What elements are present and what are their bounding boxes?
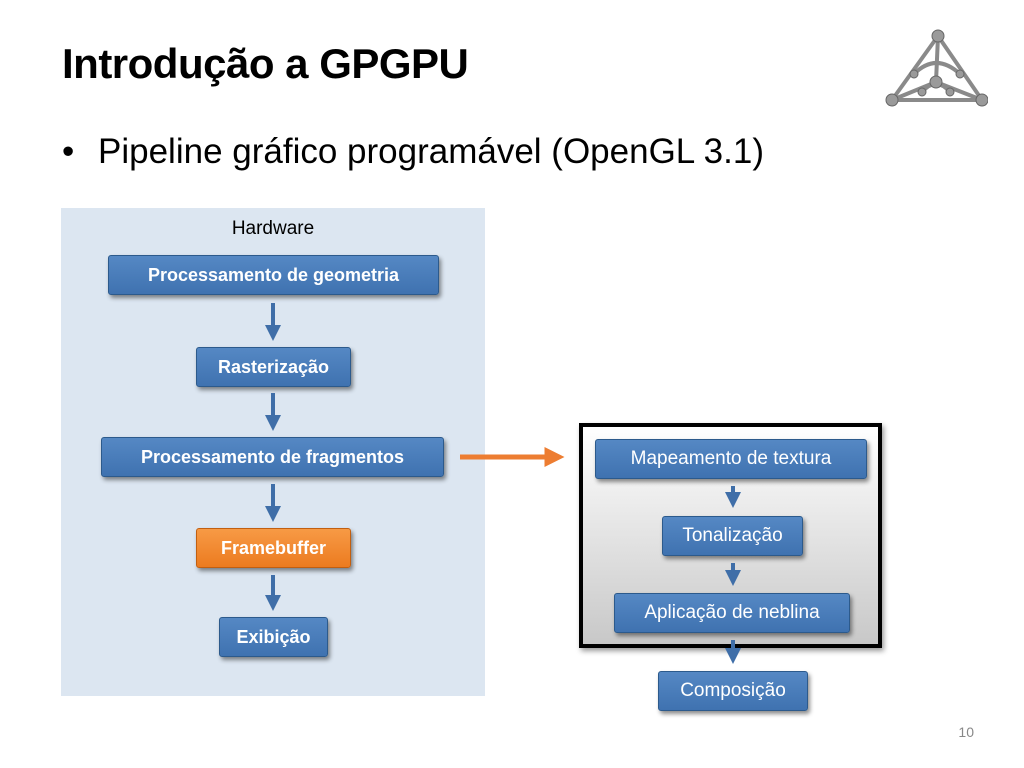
bullet-item: • Pipeline gráfico programável (OpenGL 3.…	[62, 132, 764, 172]
stage-fragment-processing: Processamento de fragmentos	[101, 437, 444, 477]
bullet-text: Pipeline gráfico programável (OpenGL 3.1…	[98, 132, 764, 171]
bullet-marker: •	[62, 132, 75, 171]
pipeline-arrows	[265, 303, 741, 664]
tetrahedron-logo-icon	[885, 29, 988, 107]
stage-display: Exibição	[219, 617, 328, 657]
stage-rasterization: Rasterização	[196, 347, 351, 387]
stage-shading: Tonalização	[662, 516, 803, 556]
stage-fog-application: Aplicação de neblina	[614, 593, 850, 633]
hardware-label: Hardware	[231, 218, 315, 239]
stage-framebuffer: Framebuffer	[196, 528, 351, 568]
stage-geometry-processing: Processamento de geometria	[108, 255, 439, 295]
stage-texture-mapping: Mapeamento de textura	[595, 439, 867, 479]
slide-title: Introdução a GPGPU	[62, 40, 469, 87]
stage-composition: Composição	[658, 671, 808, 711]
page-number: 10	[958, 724, 974, 740]
